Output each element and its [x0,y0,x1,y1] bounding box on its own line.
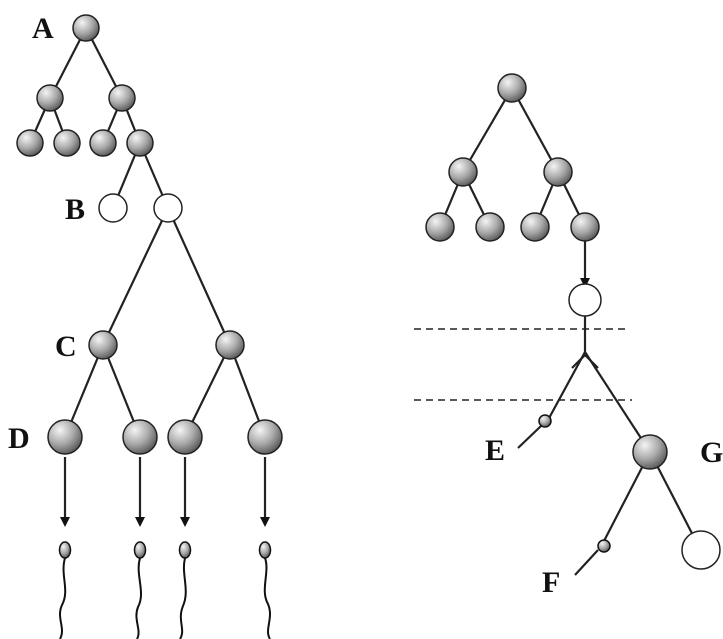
label-g: G [700,436,723,469]
node-b [98,193,128,223]
label-a: A [32,12,54,45]
node-right-l3-4 [570,212,600,242]
node-left-spermatid-3 [167,419,203,455]
label-f: F [542,566,560,599]
node-left-primary [153,193,183,223]
sperm-3 [178,541,192,639]
node-right-l3-3 [520,212,550,242]
sperm-cells [58,541,272,639]
node-left-l3-2 [53,129,81,157]
node-f-polar-body [597,539,611,553]
node-e-polar-body [538,414,552,428]
node-right-l2-1 [448,157,478,187]
node-d [47,419,83,455]
node-right-l2-2 [543,157,573,187]
label-c: C [55,330,77,363]
label-e: E [485,434,505,467]
left-labels: A B C D [8,12,85,455]
left-edges [28,27,267,438]
label-b: B [65,193,85,226]
node-right-root [497,73,527,103]
right-edges [438,87,699,576]
node-left-spermatid-4 [247,419,283,455]
node-right-l3-1 [425,212,455,242]
node-c [88,330,118,360]
left-nodes [16,14,283,455]
node-left-l3-3 [89,129,117,157]
node-g [632,434,668,470]
right-nodes [425,73,721,570]
node-left-l2-2 [108,84,136,112]
node-left-l3-4 [126,129,154,157]
node-left-secondary [215,330,245,360]
sperm-1 [58,541,72,639]
node-right-l3-2 [475,212,505,242]
label-d: D [8,422,30,455]
right-labels: E F G [485,434,723,599]
node-right-ovum [681,530,721,570]
sperm-4 [258,541,272,639]
node-right-oocyte [568,283,602,317]
node-left-spermatid-2 [122,419,158,455]
left-arrows [60,457,270,527]
sperm-2 [133,541,147,639]
node-left-l2-1 [36,84,64,112]
dashed-boundaries [414,328,632,401]
node-left-l3-1 [16,129,44,157]
node-a [72,14,100,42]
